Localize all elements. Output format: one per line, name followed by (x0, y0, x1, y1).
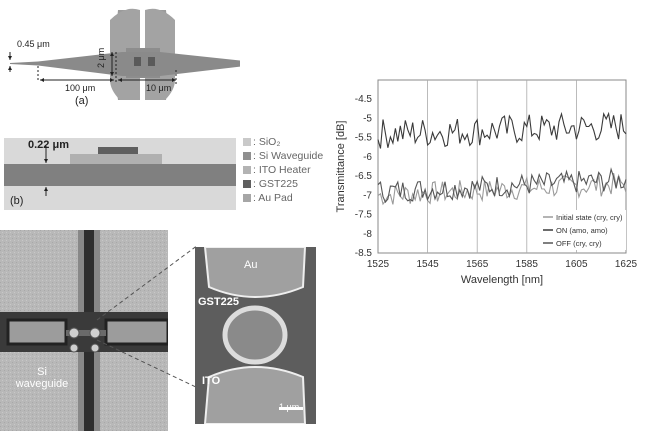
panel-a-caption: (a) (75, 95, 89, 107)
x-tick-label: 1565 (466, 259, 489, 270)
x-tick-label: 1585 (516, 259, 539, 270)
y-tick-label: -4.5 (355, 94, 373, 105)
y-tick-label: -5 (363, 113, 372, 124)
x-tick-label: 1605 (565, 259, 588, 270)
series-line (377, 111, 627, 149)
dim-pad-label: 10 μm (146, 83, 172, 93)
y-axis-label: Transmittance [dB] (335, 121, 347, 213)
ito-label: ITO (202, 375, 221, 387)
au-label: Au (244, 259, 258, 271)
legend-entry: Initial state (cry, cry) (556, 213, 623, 222)
legend-swatch (243, 138, 251, 146)
y-tick-label: -7 (363, 190, 372, 201)
y-tick-label: -5.5 (355, 133, 373, 144)
dim-height-label: 2 μm (96, 47, 106, 68)
gst-label: GST225 (198, 296, 239, 308)
legend-label: : Si Waveguide (253, 150, 324, 162)
y-tick-label: -6 (363, 152, 372, 163)
panel-b-caption: (b) (10, 195, 24, 207)
legend-label: : GST225 (253, 178, 298, 190)
legend-entry: OFF (cry, cry) (556, 239, 602, 248)
series-line (377, 167, 627, 204)
x-tick-label: 1525 (367, 259, 390, 270)
legend-swatch (243, 166, 251, 174)
sem-overview-image (0, 230, 168, 431)
y-tick-label: -8 (363, 229, 372, 240)
waveguide-label: Si waveguide (15, 366, 69, 390)
legend-label: : ITO Heater (253, 164, 311, 176)
transmittance-chart: 1525 1545 1565 1585 1605 1625 -4.5 -5 -5.5 -6 -6.5… (335, 79, 638, 286)
legend-swatch (243, 194, 251, 202)
legend-entry: ON (amo, amo) (556, 226, 608, 235)
series-line (377, 172, 627, 206)
dim-width-label: 0.45 μm (17, 39, 50, 49)
panel-b-cross-section (4, 138, 236, 210)
x-tick-label: 1545 (416, 259, 439, 270)
scale-bar-label: 1 μm (279, 402, 300, 412)
legend-swatch (243, 152, 251, 160)
sem-zoom-image (195, 247, 316, 424)
dim-taper-label: 100 μm (65, 83, 96, 93)
x-tick-label: 1625 (615, 259, 638, 270)
dim-thickness-label: 0.22 μm (28, 139, 69, 151)
legend-label: : SiO₂ (253, 136, 281, 148)
legend-label: : Au Pad (253, 192, 293, 204)
y-tick-label: -6.5 (355, 171, 373, 182)
legend-swatch (243, 180, 251, 188)
panel-a-schematic (8, 8, 240, 100)
y-tick-label: -7.5 (355, 210, 373, 221)
chart-legend (540, 210, 626, 250)
y-tick-label: -8.5 (355, 248, 373, 259)
x-axis-label: Wavelength [nm] (461, 274, 543, 286)
zoom-lines (96, 244, 199, 389)
